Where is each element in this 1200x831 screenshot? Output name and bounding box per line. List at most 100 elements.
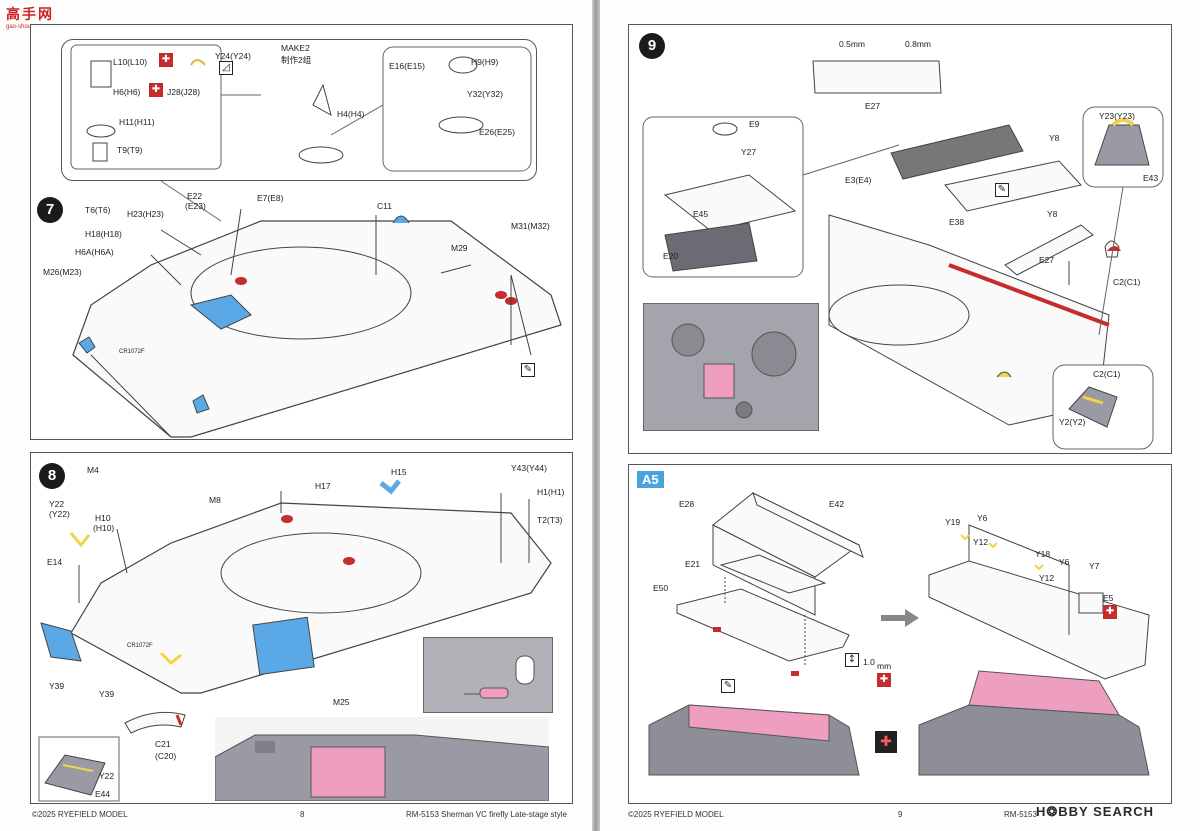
hull-marking: CR1072F [127, 643, 153, 649]
part-label: E50 [653, 583, 669, 593]
hull-photo [215, 717, 549, 801]
part-label: H17 [315, 481, 331, 491]
paint-icon: ✎ [521, 363, 535, 377]
part-label: Y7 [1089, 561, 1100, 571]
part-label: E26(E25) [479, 127, 515, 137]
part-label: Y6 [1059, 557, 1070, 567]
part-label: L10(L10) [113, 57, 148, 67]
step-8-drawing [38, 479, 552, 802]
step-7-panel: 7 L10(L10) ✚ Y24(Y24) ◿ H6(H6) ✚ J28(J28… [30, 24, 573, 440]
part-label: C2(C1) [1113, 277, 1141, 287]
footer-page-number-left: 8 [300, 810, 305, 819]
part-label: M25 [333, 697, 350, 707]
drill-size: 1.0 [863, 657, 875, 667]
part-label: H6(H6) [113, 87, 141, 97]
part-label: E28 [679, 499, 695, 509]
part-label: E43 [1143, 173, 1159, 183]
part-label: Y27 [741, 147, 757, 157]
part-label: H11(H11) [119, 117, 155, 127]
detail-photo [423, 637, 553, 713]
footer-copyright-left: ©2025 RYEFIELD MODEL [32, 810, 128, 819]
part-label: T9(T9) [117, 145, 143, 155]
glue-icon: ✚ [149, 83, 163, 97]
part-label: (C20) [155, 751, 177, 761]
step-9-drawing [642, 60, 1164, 450]
watermark-logo: 高手网 gao-shou.com [6, 4, 54, 30]
hull-marking: CR1072F [119, 349, 145, 355]
part-label: E3(E4) [845, 175, 872, 185]
part-label: Y22 [99, 771, 115, 781]
part-label: M26(M23) [43, 267, 82, 277]
step-7-badge: 7 [37, 197, 63, 223]
part-label: H18(H18) [85, 229, 122, 239]
bend-icon: ◿ [219, 61, 233, 75]
part-label: E38 [949, 217, 965, 227]
footer-page-number-right: 9 [898, 810, 903, 819]
part-label: M31(M32) [511, 221, 550, 231]
part-label: E16(E15) [389, 61, 425, 71]
glue-icon: ✚ [875, 731, 897, 753]
part-label: Y12 [973, 537, 989, 547]
glue-icon: ✚ [159, 53, 173, 67]
part-label: Y23(Y23) [1099, 111, 1135, 121]
part-label: T2(T3) [537, 515, 563, 525]
instruction-page-9: 9 0.5mm 0.8mm E27 E9 Y27 E45 E20 Y8 Y8 E… [600, 0, 1200, 831]
part-label: Y32(Y32) [467, 89, 503, 99]
part-label: Y39 [99, 689, 115, 699]
part-label: Y19 [945, 517, 961, 527]
step-a5-badge: A5 [637, 471, 664, 488]
part-label: (E23) [185, 201, 206, 211]
part-label: E20 [663, 251, 679, 261]
step-8-badge: 8 [39, 463, 65, 489]
part-label: C21 [155, 739, 171, 749]
part-label: Y18 [1035, 549, 1051, 559]
part-label: Y43(Y44) [511, 463, 547, 473]
part-label: Y22 [49, 499, 65, 509]
drill-icon: ↕ [845, 653, 859, 667]
part-label: E14 [47, 557, 63, 567]
part-label: Y2(Y2) [1059, 417, 1086, 427]
footer-product-left: RM-5153 Sherman VC firefly Late-stage st… [406, 810, 567, 819]
part-label: Y39 [49, 681, 65, 691]
step-a5-panel: A5 ✚ ↕ ✚ ✚ ✎ E28 E42 E21 E50 1.0 mm Y19 … [628, 464, 1172, 804]
part-label: E44 [95, 789, 111, 799]
part-label: E9 [749, 119, 760, 129]
part-label: E27 [865, 101, 881, 111]
watermark-hobbysearch: H❂BBY SEARCH [1036, 804, 1154, 819]
watermark-brand: 高手网 [6, 6, 54, 22]
part-label: C11 [377, 201, 392, 211]
part-label: E5 [1103, 593, 1114, 603]
part-label: E27 [1039, 255, 1055, 265]
step-9-badge: 9 [639, 33, 665, 59]
part-label: Y12 [1039, 573, 1055, 583]
drill-unit: mm [877, 661, 892, 671]
part-label: E45 [693, 209, 709, 219]
book-gutter [592, 0, 600, 831]
part-label: Y8 [1047, 209, 1058, 219]
part-label: M29 [451, 243, 468, 253]
part-label: H1(H1) [537, 487, 565, 497]
part-label: H9(H9) [471, 57, 499, 67]
instruction-page-8: 高手网 gao-shou.com [0, 0, 592, 831]
part-label: E22 [187, 191, 203, 201]
detail-photo [643, 303, 819, 431]
make-count-cn: 制作2组 [281, 55, 312, 65]
part-label: C2(C1) [1093, 369, 1121, 379]
part-label: Y24(Y24) [215, 51, 251, 61]
part-label: M8 [209, 495, 221, 505]
footer-copyright-right: ©2025 RYEFIELD MODEL [628, 810, 724, 819]
part-label: Y8 [1049, 133, 1060, 143]
part-label: H23(H23) [127, 209, 164, 219]
part-label: J28(J28) [167, 87, 201, 97]
make-count: MAKE2 [281, 43, 310, 53]
step-a5-drawing [648, 492, 1150, 776]
part-label: H6A(H6A) [75, 247, 114, 257]
footer-product-right: RM-5153 [1004, 810, 1037, 819]
part-label: 0.8mm [905, 39, 931, 49]
step-8-panel: 8 M4 M8 H17 H15 Y43(Y44) H1(H1) T2(T3) Y… [30, 452, 573, 804]
part-label: H15 [391, 467, 407, 477]
part-label: E42 [829, 499, 845, 509]
step-7-drawing [70, 44, 562, 438]
part-label: Y6 [977, 513, 988, 523]
glue-icon: ✚ [877, 673, 891, 687]
